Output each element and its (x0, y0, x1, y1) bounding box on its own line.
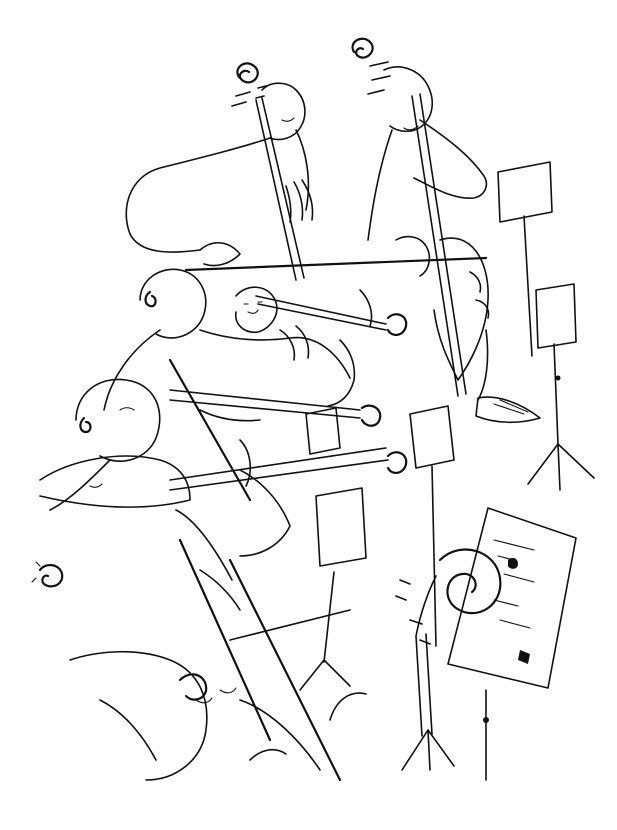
bow-strokes (178, 538, 367, 782)
violinist-middle-left (49, 358, 455, 647)
music-stand-top (497, 161, 595, 491)
cellist-top-left (125, 62, 488, 281)
sheet-music-stand (447, 507, 577, 781)
violinist-middle-upper (103, 268, 408, 411)
violinist-lower-left (39, 447, 408, 691)
bassist-top-right (351, 37, 541, 424)
small-scroll-ornament (31, 561, 64, 588)
cellist-bottom (69, 609, 351, 781)
big-cello-scroll (395, 548, 502, 771)
